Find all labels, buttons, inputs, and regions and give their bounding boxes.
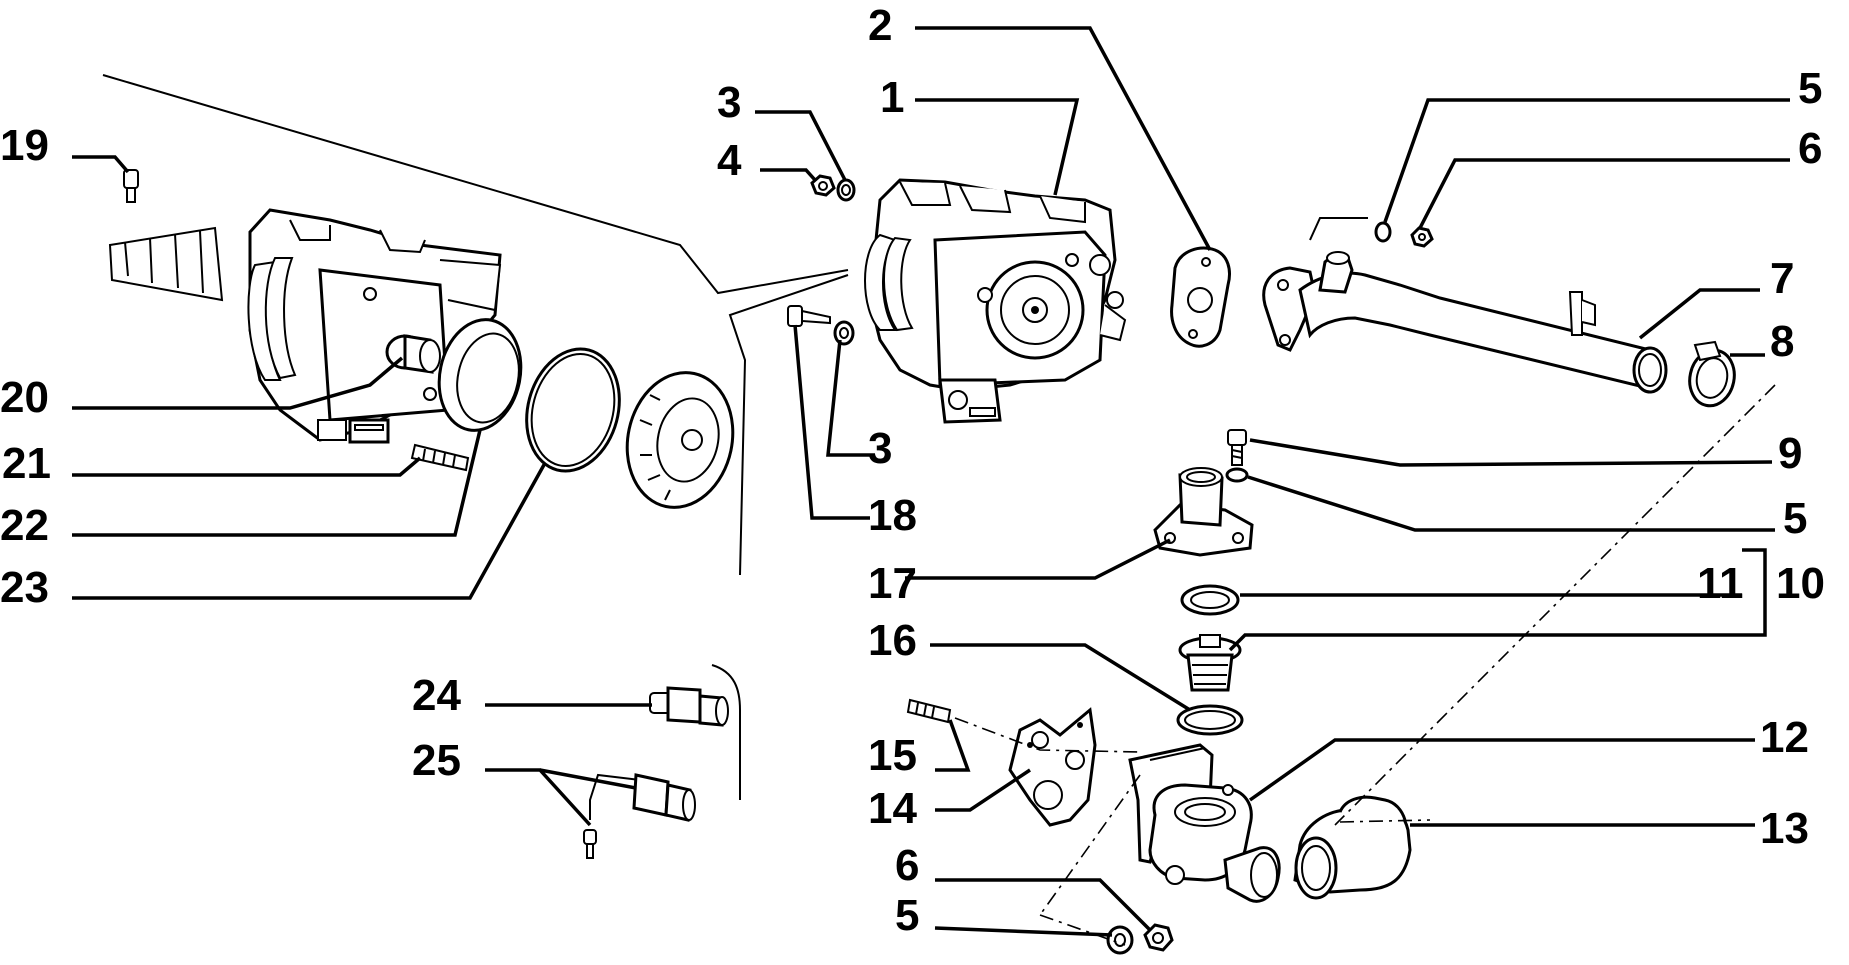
callout-8: 8 [1770,317,1794,366]
part-24-temperature-sender [649,686,729,727]
callout-6-bottom: 6 [895,841,919,890]
callout-25: 25 [412,736,461,785]
callout-21: 21 [2,439,51,488]
part-7-water-pipe [1262,251,1668,394]
part-3-washer-lower [833,320,855,346]
callout-18: 18 [868,491,917,540]
part-12-thermostat-housing [1128,743,1281,903]
leader-lines [72,26,1790,937]
part-11-seal-ring [1180,584,1240,616]
callout-17: 17 [868,559,917,608]
callout-3-upper: 3 [717,78,741,127]
part-6-nut-bottom [1143,923,1174,952]
part-15-stud [906,698,952,724]
callout-5-bottom: 5 [895,891,919,940]
part-left-pump-housing [108,208,502,444]
part-14-gasket [1008,707,1097,827]
callout-13: 13 [1760,804,1809,853]
part-13-hose [1293,795,1412,900]
callout-6-top: 6 [1798,124,1822,173]
part-1-water-pump [864,178,1127,424]
callout-5-mid: 5 [1783,494,1807,543]
part-impeller-disc [625,371,735,509]
part-16-o-ring [1176,704,1244,736]
part-21-stud [410,443,470,472]
part-18-bolt [787,305,831,327]
part-6-nut-top [1410,226,1434,248]
callout-19: 19 [0,121,49,170]
part-4-nut [810,174,836,197]
callout-11: 11 [1697,559,1744,608]
callout-14: 14 [868,784,917,833]
callout-15: 15 [868,731,917,780]
callout-22: 22 [0,501,49,550]
part-5-washer-top [1374,221,1392,243]
callout-1: 1 [880,73,904,122]
callout-9: 9 [1778,429,1802,478]
part-8-hose-clamp [1688,340,1736,408]
callout-10: 10 [1776,559,1825,608]
part-17-thermostat-cover [1153,467,1254,557]
callout-7: 7 [1770,254,1794,303]
part-5-washer-bottom [1106,925,1134,955]
callout-labels: 1 2 3 4 3 18 5 6 7 8 9 5 17 11 10 16 12 … [0,1,1825,940]
part-9-screw [1227,429,1247,466]
callout-12: 12 [1760,713,1809,762]
callout-23: 23 [0,563,49,612]
callout-16: 16 [868,616,917,665]
part-22-seal [437,318,523,432]
part-5-washer-mid [1225,467,1249,483]
part-25-sensor-with-wire [583,773,696,859]
callout-4: 4 [717,136,742,185]
part-10-thermostat [1178,634,1242,692]
callout-3-lower: 3 [868,424,892,473]
callout-24: 24 [412,671,461,720]
part-23-o-ring [525,347,621,473]
assembly-lines [102,74,1776,946]
callout-20: 20 [0,373,49,422]
part-3-washer-upper [836,178,856,202]
bracket-line-24-25 [711,664,741,800]
callout-5-top: 5 [1798,64,1822,113]
part-2-gasket [1170,246,1231,348]
part-19-bleed-screw [123,169,139,203]
callout-2: 2 [868,1,892,50]
